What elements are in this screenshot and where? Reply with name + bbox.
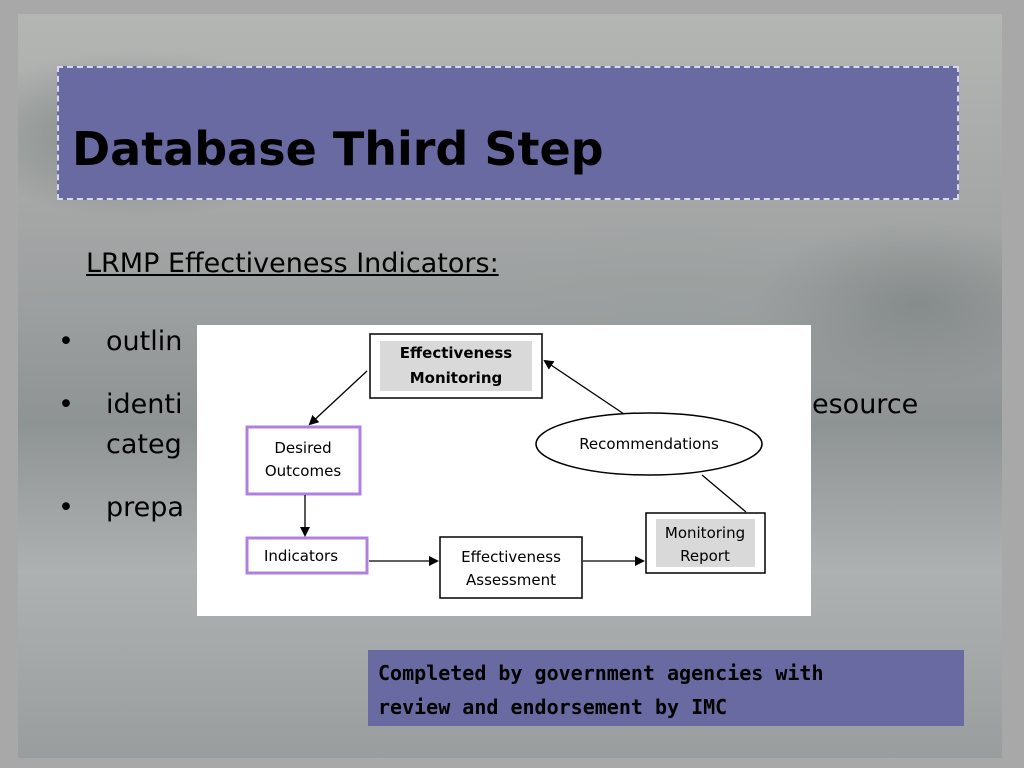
slide-title: Database Third Step [72, 122, 604, 176]
bullet-dot: • [58, 492, 74, 523]
effectiveness-monitoring-label-1: Effectiveness [400, 344, 513, 362]
monitoring-report-node: Monitoring Report [645, 512, 766, 574]
indicators-node: Indicators [245, 536, 369, 575]
desired-outcomes-label-1: Desired [274, 439, 331, 457]
desired-outcomes-node: Desired Outcomes [245, 425, 362, 496]
monitoring-report-label-2: Report [680, 547, 730, 565]
bullet-text-2-continuation: categ [106, 429, 182, 460]
recommendations-label: Recommendations [579, 435, 719, 453]
connector-report-to-recommendations [701, 474, 747, 513]
note-box: Completed by government agencies with re… [368, 650, 964, 726]
bullet-item-2: • identi [58, 389, 182, 420]
effectiveness-monitoring-node: Effectiveness Monitoring [369, 333, 543, 399]
effectiveness-assessment-label-1: Effectiveness [461, 548, 561, 566]
arrow-monitoring-to-outcomes [308, 370, 368, 426]
effectiveness-monitoring-label-2: Monitoring [410, 369, 502, 387]
bullet-item-3: • prepa [58, 492, 184, 523]
indicators-label: Indicators [264, 547, 338, 565]
bullet-text-1: outlin [106, 326, 183, 357]
note-line-2: review and endorsement by IMC [378, 695, 728, 719]
title-box [57, 66, 959, 200]
note-line-1: Completed by government agencies with [378, 661, 824, 685]
recommendations-node: Recommendations [535, 412, 763, 476]
desired-outcomes-label-2: Outcomes [265, 462, 341, 480]
effectiveness-assessment-label-2: Assessment [466, 571, 556, 589]
effectiveness-diagram: Effectiveness Monitoring Desired Outcome… [197, 325, 811, 616]
subheading: LRMP Effectiveness Indicators: [86, 248, 499, 279]
arrow-recommendations-to-monitoring [543, 359, 625, 415]
bullet-dot: • [58, 389, 74, 420]
bullet-text-2-right: esource [812, 389, 919, 420]
diagram-svg: Effectiveness Monitoring Desired Outcome… [245, 333, 766, 599]
monitoring-report-label-1: Monitoring [665, 524, 745, 542]
effectiveness-assessment-node: Effectiveness Assessment [439, 536, 583, 599]
bullet-dot: • [58, 326, 74, 357]
bullet-text-2: identi [106, 389, 183, 420]
bullet-text-3: prepa [106, 492, 184, 523]
bullet-item-1: • outlin [58, 326, 182, 357]
